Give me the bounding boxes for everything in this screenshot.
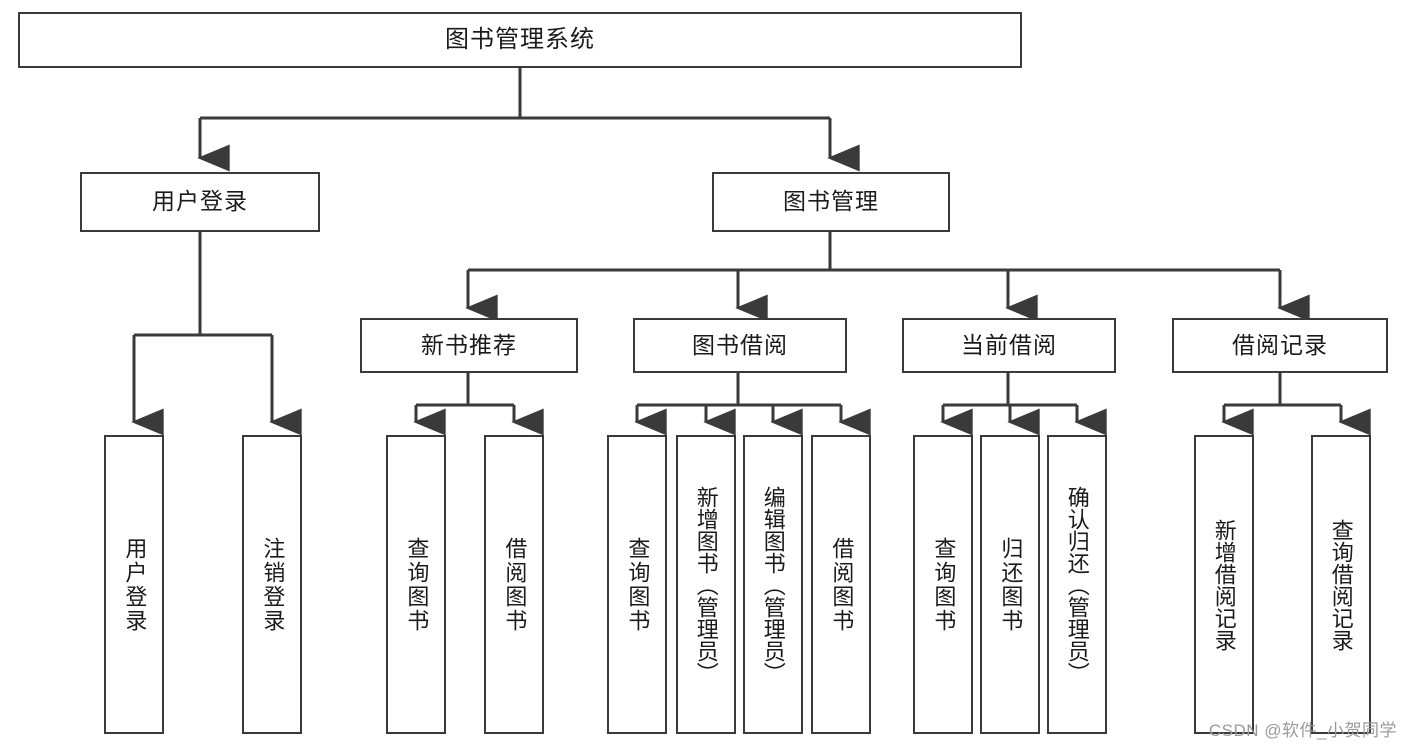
node-leaf-user-logout-label: 注销登录 — [260, 536, 286, 633]
node-leaf-user-login-label: 用户登录 — [122, 536, 148, 633]
node-leaf-return-book-label: 归还图书 — [998, 536, 1024, 633]
node-root[interactable]: 图书管理系统 — [18, 12, 1022, 68]
node-leaf-borrow-book-1-label: 借阅图书 — [502, 536, 528, 633]
node-book-management[interactable]: 图书管理 — [712, 172, 950, 232]
node-leaf-query-book-1[interactable]: 查询图书 — [386, 435, 446, 734]
node-root-label: 图书管理系统 — [445, 25, 595, 53]
node-new-book-recommend-label: 新书推荐 — [421, 331, 517, 358]
node-leaf-add-record-label: 新增借阅记录 — [1211, 518, 1237, 651]
node-leaf-edit-book[interactable]: 编辑图书（管理员） — [743, 435, 803, 734]
node-user-login[interactable]: 用户登录 — [80, 172, 320, 232]
node-user-login-label: 用户登录 — [152, 188, 248, 215]
node-new-book-recommend[interactable]: 新书推荐 — [360, 318, 578, 373]
node-current-borrow-label: 当前借阅 — [961, 331, 1057, 358]
node-leaf-user-logout[interactable]: 注销登录 — [242, 435, 302, 734]
node-book-borrow[interactable]: 图书借阅 — [633, 318, 847, 373]
node-leaf-confirm-return[interactable]: 确认归还（管理员） — [1047, 435, 1107, 734]
node-leaf-borrow-book-1[interactable]: 借阅图书 — [484, 435, 544, 734]
node-borrow-record[interactable]: 借阅记录 — [1172, 318, 1388, 373]
node-leaf-borrow-book-2[interactable]: 借阅图书 — [811, 435, 871, 734]
node-leaf-user-login[interactable]: 用户登录 — [104, 435, 164, 734]
node-leaf-query-record-label: 查询借阅记录 — [1328, 518, 1354, 651]
node-leaf-query-book-3[interactable]: 查询图书 — [913, 435, 973, 734]
node-leaf-query-book-2[interactable]: 查询图书 — [607, 435, 667, 734]
node-book-management-label: 图书管理 — [783, 188, 879, 215]
node-leaf-query-record[interactable]: 查询借阅记录 — [1311, 435, 1371, 734]
node-book-borrow-label: 图书借阅 — [692, 331, 788, 358]
node-leaf-confirm-return-label: 确认归还（管理员） — [1064, 485, 1090, 684]
node-leaf-edit-book-label: 编辑图书（管理员） — [760, 485, 786, 684]
watermark: CSDN @软件_小贺同学 — [1208, 721, 1397, 740]
node-leaf-borrow-book-2-label: 借阅图书 — [829, 536, 855, 633]
node-leaf-add-book-label: 新增图书（管理员） — [693, 485, 719, 684]
node-current-borrow[interactable]: 当前借阅 — [902, 318, 1116, 373]
node-leaf-query-book-2-label: 查询图书 — [625, 536, 651, 633]
node-leaf-return-book[interactable]: 归还图书 — [980, 435, 1040, 734]
node-borrow-record-label: 借阅记录 — [1232, 331, 1328, 358]
node-leaf-add-book[interactable]: 新增图书（管理员） — [676, 435, 736, 734]
node-leaf-query-book-3-label: 查询图书 — [931, 536, 957, 633]
node-leaf-query-book-1-label: 查询图书 — [404, 536, 430, 633]
node-leaf-add-record[interactable]: 新增借阅记录 — [1194, 435, 1254, 734]
